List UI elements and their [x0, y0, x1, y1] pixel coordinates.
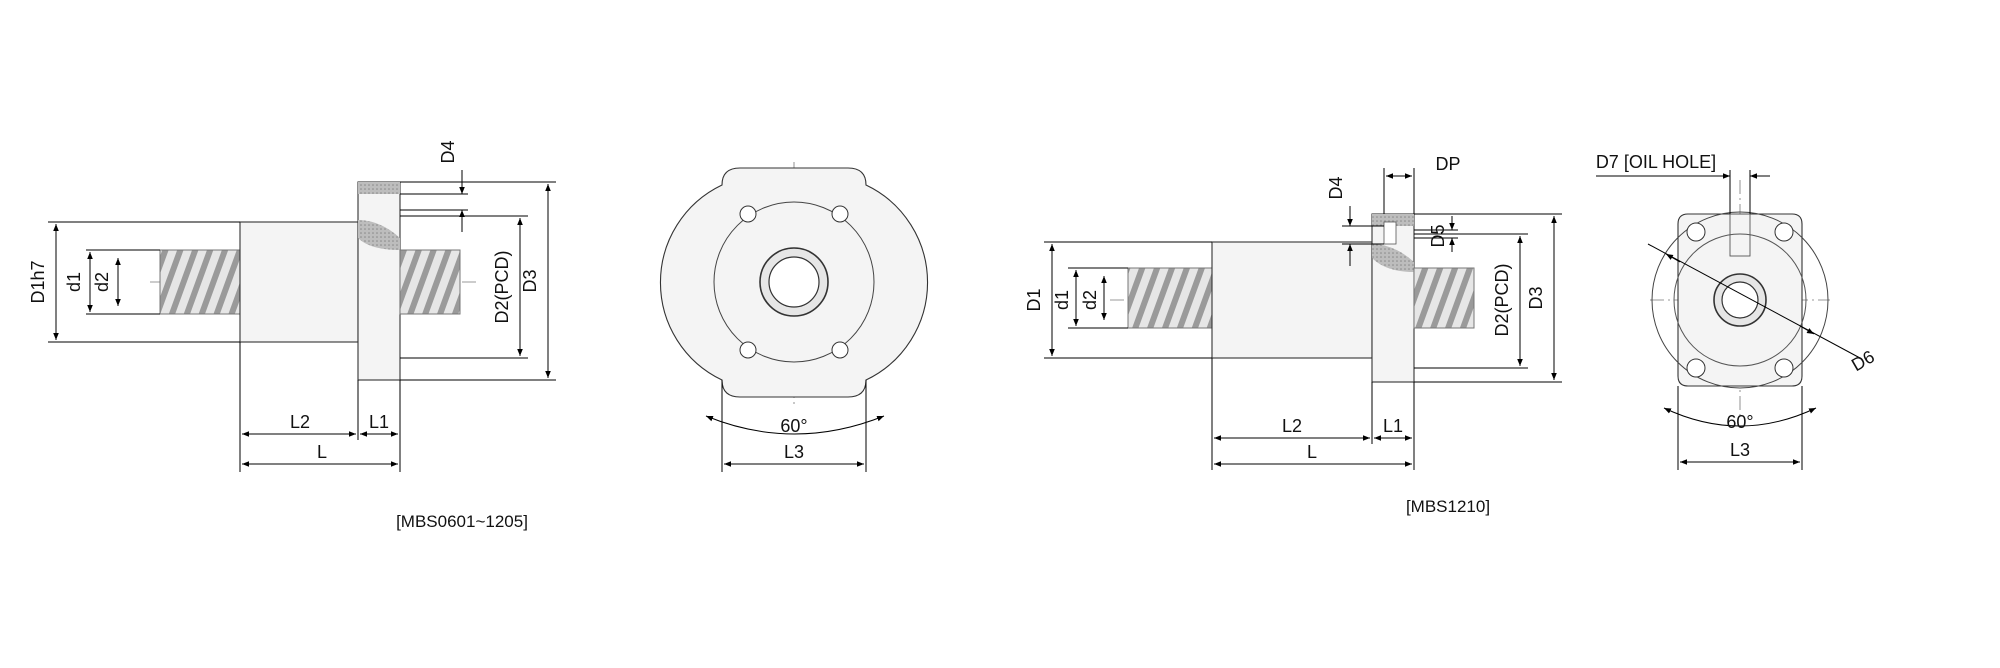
screw-thread [1127, 267, 1213, 329]
label-l3: L3 [784, 442, 804, 462]
label-l3: L3 [1730, 440, 1750, 460]
right-front-view: D7 [OIL HOLE] D6 60° L3 [1596, 152, 1878, 470]
label-d5: D5 [1428, 224, 1448, 247]
label-d1h7: D1h7 [28, 260, 48, 303]
oil-hole [1729, 213, 1751, 257]
label-l2: L2 [1282, 416, 1302, 436]
screw-thread-right [399, 249, 461, 315]
label-l: L [317, 442, 327, 462]
oil-hole-section [1383, 221, 1397, 245]
label-d3: D3 [520, 269, 540, 292]
label-l1: L1 [369, 412, 389, 432]
label-angle: 60° [1726, 412, 1753, 432]
label-d4: D4 [1326, 176, 1346, 199]
label-d1-small: d1 [1052, 290, 1072, 310]
label-d1: d1 [64, 272, 84, 292]
label-d2: d2 [92, 272, 112, 292]
flange-section-top [1372, 214, 1414, 226]
flange-hole-section [358, 182, 400, 194]
label-d2: d2 [1080, 290, 1100, 310]
screw-thread-right [1413, 267, 1475, 329]
screw-thread [159, 249, 241, 315]
caption-left: [MBS0601~1205] [396, 512, 528, 531]
label-l: L [1307, 442, 1317, 462]
label-l1: L1 [1383, 416, 1403, 436]
label-d4: D4 [438, 140, 458, 163]
label-d6: D6 [1848, 346, 1878, 375]
label-d3: D3 [1526, 286, 1546, 309]
nut-flange [357, 181, 401, 381]
label-d7-oil-hole: D7 [OIL HOLE] [1596, 152, 1716, 172]
flange-seal-section [358, 220, 400, 250]
label-d2pcd: D2(PCD) [492, 250, 512, 323]
label-d1: D1 [1024, 288, 1044, 311]
label-d2pcd: D2(PCD) [1492, 263, 1512, 336]
right-side-view: D1 d1 d2 DP D4 D5 D2(PCD) D3 L2 L1 L [1024, 154, 1562, 470]
label-dp: DP [1435, 154, 1460, 174]
nut-body [1211, 241, 1373, 359]
nut-body [239, 221, 359, 343]
flange-seal-section [1372, 244, 1414, 272]
left-front-view: 60° L3 [659, 162, 929, 472]
label-angle: 60° [780, 416, 807, 436]
left-side-view: D1h7 d1 d2 D4 D2(PCD) D3 L2 L1 L [28, 140, 556, 472]
caption-right: [MBS1210] [1406, 497, 1490, 516]
label-l2: L2 [290, 412, 310, 432]
